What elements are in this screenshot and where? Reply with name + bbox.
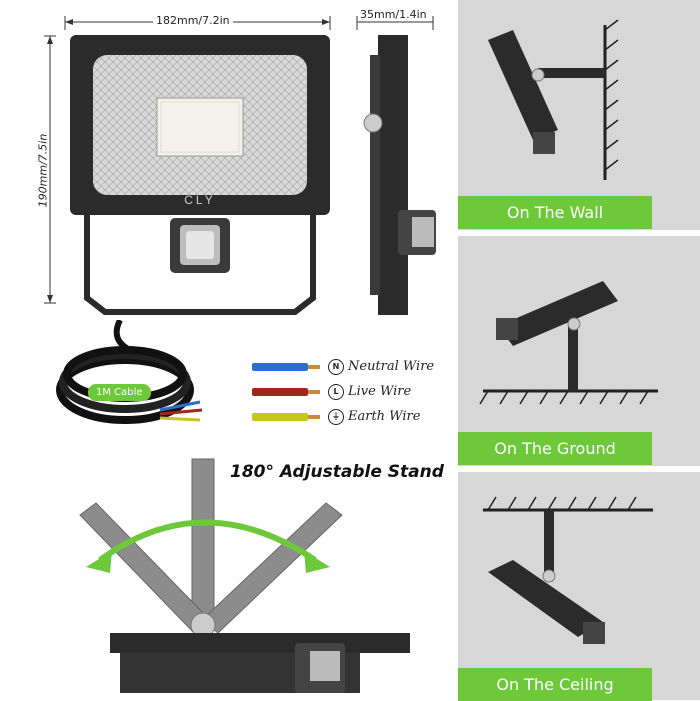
wall-mount-illustration bbox=[488, 19, 619, 180]
depth-label: 35mm/1.4in bbox=[358, 8, 429, 21]
adjustable-stand-image bbox=[79, 458, 410, 693]
mount-panel-wall: On The Wall bbox=[458, 0, 700, 230]
mount-label-ground: On The Ground bbox=[458, 432, 652, 465]
width-label: 182mm/7.2in bbox=[153, 14, 233, 27]
floodlight-side-image bbox=[363, 35, 436, 315]
wire-legend-item: N Neutral Wire bbox=[252, 356, 442, 380]
mount-label-ceiling: On The Ceiling bbox=[458, 668, 652, 701]
mount-panel-ceiling: On The Ceiling bbox=[458, 472, 700, 701]
floodlight-front-image: CLY bbox=[70, 35, 330, 315]
depth-dimension-line bbox=[356, 16, 434, 30]
stand-title: 180° Adjustable Stand bbox=[230, 462, 444, 482]
wire-legend-item: L Live Wire bbox=[252, 381, 442, 405]
ceiling-mount-illustration bbox=[483, 496, 653, 644]
height-dimension-line bbox=[44, 35, 56, 304]
wire-legend-item: ⏚ Earth Wire bbox=[252, 406, 442, 430]
cable-length-badge: 1M Cable bbox=[88, 384, 151, 401]
ground-mount-illustration bbox=[479, 281, 658, 405]
brand-logo: CLY bbox=[184, 193, 215, 207]
cable-coil-image bbox=[56, 320, 203, 424]
height-label: 190mm/7.5in bbox=[36, 110, 50, 231]
mount-panel-ground: On The Ground bbox=[458, 236, 700, 466]
mount-label-wall: On The Wall bbox=[458, 196, 652, 229]
